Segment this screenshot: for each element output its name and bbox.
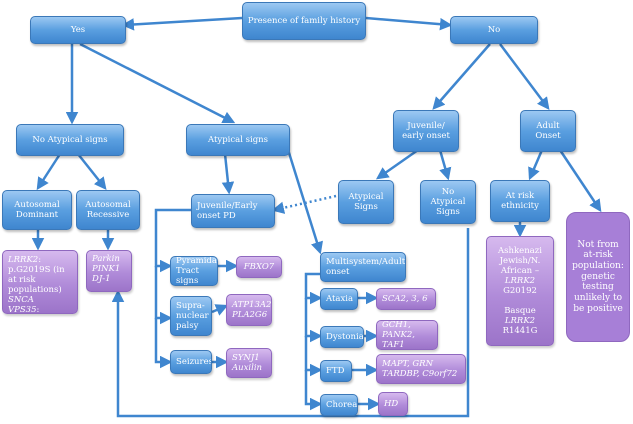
adult-onset-node: Adult Onset: [520, 110, 576, 152]
no-node: No: [450, 16, 538, 44]
arrow-multi-ftd: [304, 336, 323, 377]
arrow-adult-atrisk: [528, 149, 544, 181]
at-risk-ethnicity-label: At risk ethnicity: [501, 190, 539, 211]
yes-node: Yes: [30, 16, 126, 44]
ad-lrrk2-gene: LRRK2: [8, 255, 39, 265]
arrow-multi-dystonia: [304, 298, 323, 343]
arrow-atyp-multisystem: [283, 139, 323, 255]
arrow-juv-atypicalR: [375, 148, 419, 180]
multisystem-label: Multisystem/Adult onset: [326, 256, 406, 277]
autosomal-dominant-genes-box: LRRK2: p.G2019S (in at risk populations)…: [2, 250, 78, 314]
hd-box: HD: [378, 392, 408, 416]
ataxia-label: Ataxia: [326, 293, 354, 304]
arrow-no-juvenile: [432, 43, 491, 110]
supranuclear-label: Supra-nuclear palsy: [176, 300, 209, 331]
pyramidal-label: Pyramidal Tract signs: [176, 256, 218, 286]
arrow-presence-no: [365, 16, 453, 31]
fbxo7-box: FBXO7: [236, 256, 282, 278]
arrow-juvpd-pyramidal: [154, 208, 191, 273]
atp13a2-text: ATP13A2 PLA2G6: [232, 299, 272, 320]
no-atypical-signs-right-node: No Atypical Signs: [420, 180, 476, 224]
gch1-text: GCH1, PANK2, TAF1: [382, 320, 415, 350]
mapt-text: MAPT, GRN TARDBP, C9orf72: [382, 358, 458, 379]
not-at-risk-text: Not from at-risk population: genetic tes…: [572, 239, 624, 314]
no-label: No: [487, 24, 501, 35]
hd-text: HD: [384, 398, 399, 409]
autosomal-recessive-label: Autosomal Recessive: [85, 199, 131, 220]
adult-onset-label: Adult Onset: [535, 120, 561, 141]
seizures-label: Seizures: [176, 356, 212, 367]
arrow-atyp-juvpd: [221, 153, 235, 195]
multisystem-adult-onset-node: Multisystem/Adult onset: [320, 252, 406, 282]
juvenile-early-onset-pd-node: Juvenile/Early onset PD: [191, 194, 275, 228]
juvenile-early-onset-pd-label: Juvenile/Early onset PD: [197, 200, 258, 221]
autosomal-dominant-label: Autosomal Dominant: [14, 199, 60, 220]
atypical-signs-right-node: Atypical Signs: [338, 180, 394, 224]
pyramidal-tract-signs-node: Pyramidal Tract signs: [170, 256, 218, 286]
atypical-signs-right-label: Atypical Signs: [348, 191, 384, 212]
arrow-noatyp-ar: [77, 153, 107, 190]
arrow-no-adult: [499, 43, 550, 110]
arrow-yes-atypical: [79, 42, 236, 124]
atp13a2-box: ATP13A2 PLA2G6: [226, 294, 272, 326]
autosomal-recessive-genes-box: Parkin PINK1 DJ-1: [86, 250, 132, 292]
ar-genes-text: Parkin PINK1 DJ-1: [92, 254, 121, 285]
dystonia-label: Dystonia: [326, 331, 364, 342]
no-atypical-signs-left-node: No Atypical signs: [16, 124, 124, 156]
arrow-supra-atp: [211, 304, 229, 316]
seizures-node: Seizures: [170, 350, 212, 374]
ashkenazi-text: Ashkenazi Jewish/N. African – LRRK2 G201…: [490, 246, 550, 336]
synj1-text: SYNJ1 Auxilin: [232, 352, 263, 373]
arrow-juvpd-supranuclear: [154, 266, 173, 325]
ashkenazi-line1: Ashkenazi Jewish/N. African –: [498, 245, 542, 276]
arrow-adult-notatrisk: [558, 149, 602, 213]
atypical-signs-node: Atypical signs: [186, 124, 290, 156]
chorea-node: Chorea: [320, 394, 358, 416]
ad-genes-text: LRRK2: p.G2019S (in at risk populations)…: [8, 255, 74, 314]
dystonia-node: Dystonia: [320, 326, 364, 348]
ftd-node: FTD: [320, 360, 352, 382]
arrow-multi-ataxia: [304, 272, 323, 305]
chorea-label: Chorea: [326, 399, 358, 410]
ashkenazi-line3: G20192: [503, 285, 537, 296]
sca-text: SCA2, 3, 6: [382, 293, 428, 304]
arrow-multi-chorea: [304, 370, 323, 411]
synj1-box: SYNJ1 Auxilin: [226, 348, 272, 378]
not-at-risk-box: Not from at-risk population: genetic tes…: [566, 212, 630, 342]
no-atypical-left-label: No Atypical signs: [32, 134, 108, 145]
arrow-atypicalR-juvpd: [271, 194, 337, 214]
ad-vps35-variant: : p.D620N: [36, 305, 40, 314]
ashkenazi-box: Ashkenazi Jewish/N. African – LRRK2 G201…: [486, 236, 554, 346]
fbxo7-text: FBXO7: [243, 261, 275, 272]
arrow-noatyp-ad: [36, 153, 62, 191]
ad-lrrk2-variant: : p.G2019S (in at risk populations): [8, 255, 65, 296]
sca-box: SCA2, 3, 6: [376, 288, 436, 310]
ashkenazi-line5: LRRK2: [504, 316, 536, 327]
ashkenazi-line4: Basque: [504, 306, 536, 317]
ashkenazi-line6: R1441G: [502, 326, 538, 337]
ftd-label: FTD: [326, 365, 345, 376]
juvenile-early-onset-label: Juvenile/ early onset: [402, 120, 450, 141]
autosomal-dominant-node: Autosomal Dominant: [2, 190, 72, 230]
no-atypical-right-label: No Atypical Signs: [430, 186, 466, 217]
arrow-juvpd-seizures: [154, 318, 173, 369]
gch1-box: GCH1, PANK2, TAF1: [376, 320, 438, 350]
ataxia-node: Ataxia: [320, 288, 358, 310]
ad-snca-gene: SNCA: [8, 295, 34, 306]
ad-vps35-gene: VPS35: [8, 305, 37, 314]
presence-label: Presence of family history: [247, 15, 361, 26]
arrow-presence-yes: [121, 16, 243, 31]
mapt-box: MAPT, GRN TARDBP, C9orf72: [376, 354, 466, 384]
autosomal-recessive-node: Autosomal Recessive: [76, 190, 140, 230]
arrow-noatypR-return: [111, 228, 470, 418]
yes-label: Yes: [70, 24, 86, 35]
juvenile-early-onset-node: Juvenile/ early onset: [393, 110, 459, 152]
arrow-juv-noatypR: [438, 149, 452, 181]
supranuclear-palsy-node: Supra-nuclear palsy: [170, 296, 212, 336]
atypical-signs-label: Atypical signs: [208, 134, 268, 145]
at-risk-ethnicity-node: At risk ethnicity: [490, 180, 550, 222]
ashkenazi-line2: LRRK2: [504, 275, 536, 286]
presence-of-family-history-node: Presence of family history: [242, 2, 366, 40]
